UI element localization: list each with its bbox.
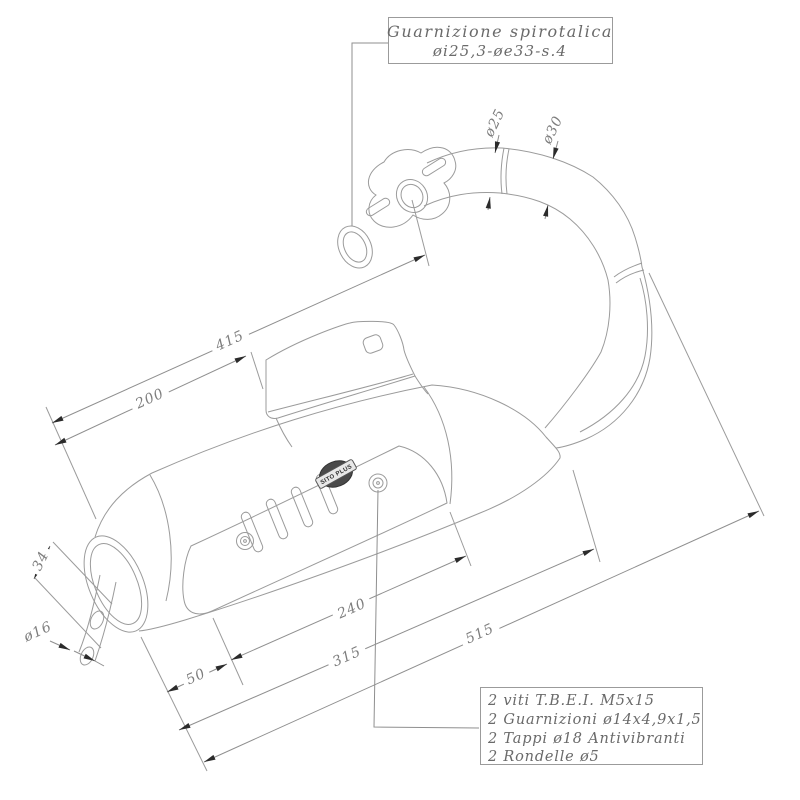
header-pipe bbox=[423, 147, 653, 449]
dim-text-415: 415 bbox=[207, 323, 251, 355]
inlet-flange bbox=[365, 146, 457, 228]
exhaust-assembly: SITO PLUS bbox=[78, 146, 653, 666]
svg-text:ø16: ø16 bbox=[20, 619, 54, 646]
weld-seam bbox=[500, 147, 505, 195]
svg-text:415: 415 bbox=[212, 328, 247, 355]
dome-junction bbox=[423, 386, 453, 505]
weld-seam bbox=[505, 148, 510, 195]
dim-text-dia30: ø30 bbox=[539, 113, 567, 147]
dia30-leader bbox=[543, 204, 549, 220]
heat-shield bbox=[182, 445, 448, 615]
hardware-item: 2 Guarnizioni ø14x4,9x1,5 bbox=[487, 712, 702, 728]
hardware-item: 2 Tappi ø18 Antivibranti bbox=[487, 731, 686, 747]
svg-text:50: 50 bbox=[184, 666, 209, 689]
hardware-callout-box: 2 viti T.B.E.I. M5x15 2 Guarnizioni ø14x… bbox=[480, 687, 703, 765]
dia16-leader-tail bbox=[94, 660, 105, 667]
svg-text:ø25: ø25 bbox=[481, 106, 509, 140]
dim-text-dia16: ø16 bbox=[20, 619, 54, 646]
brand-badge: SITO PLUS bbox=[315, 459, 357, 489]
dia25-leader bbox=[494, 134, 501, 154]
rivet bbox=[368, 473, 388, 493]
svg-text:515: 515 bbox=[463, 621, 497, 648]
mounting-bracket bbox=[265, 320, 429, 448]
hardware-item: 2 viti T.B.E.I. M5x15 bbox=[487, 693, 655, 709]
tail-pipe bbox=[78, 574, 117, 666]
gasket-callout-title: Guarnizione spirotalica bbox=[387, 22, 613, 41]
dia16-leader bbox=[49, 640, 71, 651]
svg-text:240: 240 bbox=[334, 596, 369, 623]
dim-text-dia25: ø25 bbox=[481, 106, 509, 140]
svg-text:34: 34 bbox=[29, 549, 52, 574]
gasket-callout-leader bbox=[351, 42, 388, 226]
weld-seam bbox=[615, 269, 645, 284]
hardware-item: 2 Rondelle ø5 bbox=[487, 749, 600, 765]
flange-slot bbox=[365, 197, 391, 217]
gasket-ring bbox=[337, 225, 373, 269]
dimension-annotations: 415 200 240 315 515 50 34 ø16 bbox=[20, 42, 765, 772]
svg-text:315: 315 bbox=[330, 644, 364, 671]
dim-text-515: 515 bbox=[457, 616, 501, 648]
gasket-callout-spec: øi25,3-øe33-s.4 bbox=[432, 42, 567, 60]
end-cap-rim bbox=[83, 535, 149, 633]
hardware-callout-leader bbox=[373, 489, 480, 729]
shield-vent-slot bbox=[265, 498, 289, 540]
dim-text-34: 34 bbox=[25, 544, 53, 577]
dim-text-315: 315 bbox=[324, 639, 368, 671]
dia30-leader bbox=[552, 140, 559, 160]
weld-seam bbox=[613, 262, 643, 278]
gasket-callout-box: Guarnizione spirotalica øi25,3-øe33-s.4 bbox=[387, 17, 613, 64]
muffler-body bbox=[83, 384, 561, 633]
dia25-leader bbox=[485, 196, 491, 211]
svg-text:200: 200 bbox=[132, 386, 167, 413]
dim-text-200: 200 bbox=[127, 381, 171, 413]
bracket-hole bbox=[362, 334, 384, 354]
svg-text:ø30: ø30 bbox=[539, 113, 567, 147]
shield-vent-slot bbox=[290, 486, 314, 528]
dim-text-50: 50 bbox=[179, 662, 212, 689]
dia16-leader bbox=[73, 650, 96, 662]
extension-lines bbox=[34, 199, 765, 772]
dim-text-240: 240 bbox=[329, 591, 373, 623]
flange-slot bbox=[421, 157, 447, 177]
cone-junction bbox=[149, 474, 172, 602]
